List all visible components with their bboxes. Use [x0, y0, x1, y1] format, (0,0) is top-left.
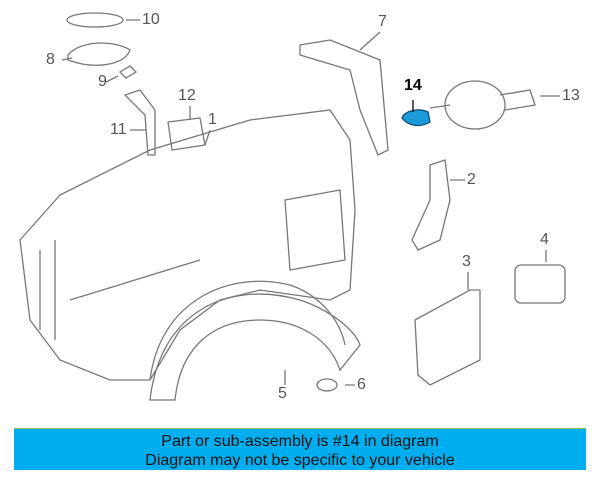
callout-1: 1 — [208, 111, 217, 128]
callout-13: 13 — [562, 87, 580, 104]
callout-9: 9 — [98, 73, 107, 90]
callout-8: 8 — [46, 51, 55, 68]
actuator-part-13 — [444, 80, 506, 130]
clip-part-6 — [316, 378, 338, 392]
callout-4: 4 — [540, 231, 549, 248]
callout-12: 12 — [178, 87, 196, 104]
quarter-panel-part-1 — [19, 109, 356, 381]
fuel-door-part-10 — [66, 12, 124, 28]
bracket-part-12 — [167, 117, 206, 151]
parts-diagram — [19, 12, 566, 401]
callout-5: 5 — [278, 385, 287, 402]
fuel-door-housing-part-8 — [67, 42, 131, 66]
filler-neck-part-11 — [123, 89, 156, 156]
callout-10: 10 — [142, 11, 160, 28]
callout-6: 6 — [357, 376, 366, 393]
wheelhouse-liner-part-5 — [149, 293, 361, 401]
callout-14: 14 — [404, 77, 422, 94]
callout-11: 11 — [110, 121, 127, 138]
trim-panel-part-7 — [299, 39, 389, 156]
housing-part-3 — [414, 289, 481, 386]
wheel-arch — [149, 280, 346, 381]
callout-7: 7 — [378, 13, 387, 30]
lamp-part-4 — [514, 264, 566, 304]
banner-line-2: Diagram may not be specific to your vehi… — [145, 452, 455, 469]
callout-3: 3 — [462, 253, 471, 270]
bracket-part-2 — [411, 159, 451, 251]
info-banner: Part or sub-assembly is #14 in diagram D… — [14, 428, 586, 470]
cap-part-9 — [118, 65, 138, 79]
callout-2: 2 — [467, 171, 476, 188]
part-14-highlighted — [401, 109, 431, 127]
banner-line-1: Part or sub-assembly is #14 in diagram — [161, 433, 439, 450]
